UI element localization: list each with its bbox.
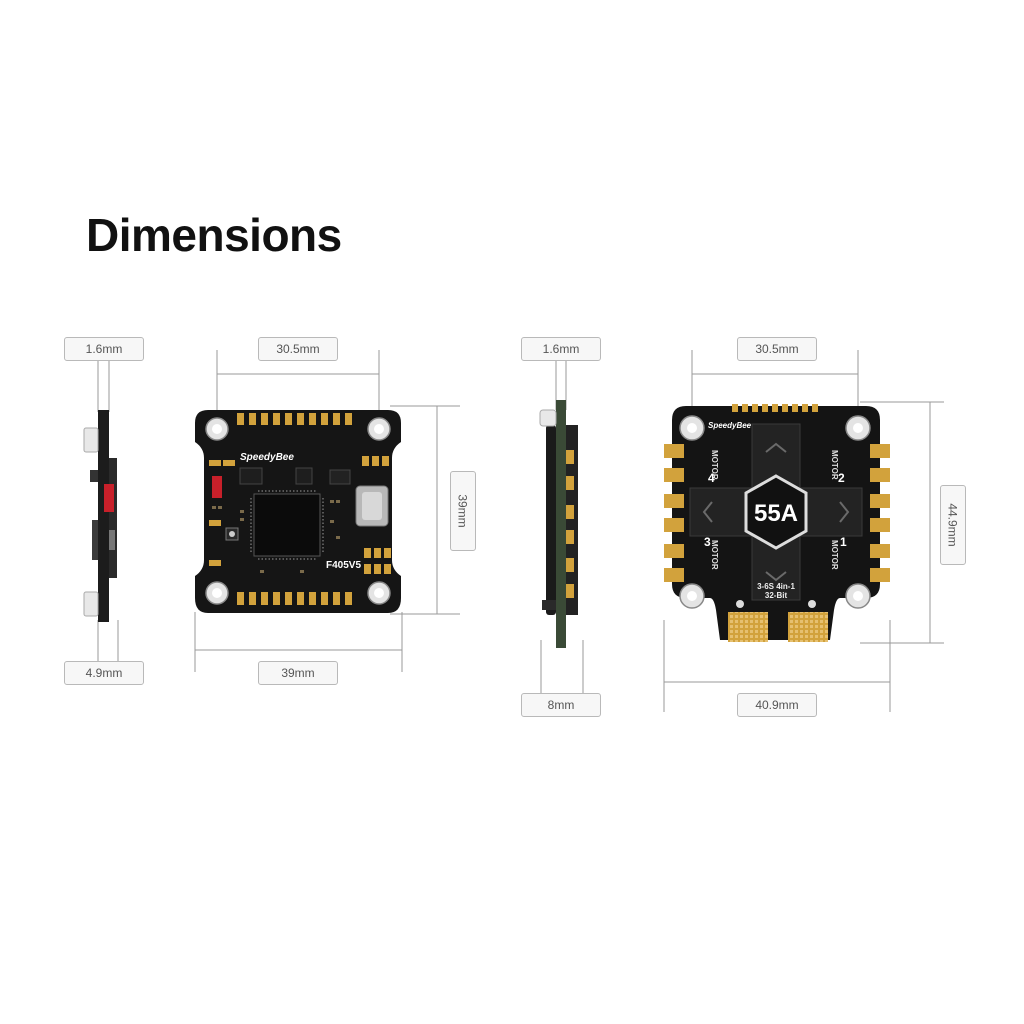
esc-rating-hexagon [744, 474, 808, 550]
fc-thickness-label: 1.6mm [64, 337, 144, 361]
esc-side-view [539, 400, 578, 648]
esc-mounting-holes [679, 415, 871, 609]
fc-side-height-label: 4.9mm [64, 661, 144, 685]
esc-thickness-label: 1.6mm [521, 337, 601, 361]
esc-spec-line2: 32-Bit [765, 591, 788, 600]
esc-width-label: 40.9mm [737, 693, 817, 717]
fc-height-label: 39mm [450, 471, 476, 551]
esc-rating-text: 55A [754, 500, 798, 527]
fc-top-view: SpeedyBee F405V5 [195, 410, 401, 613]
esc-motor-number-1: 1 [840, 535, 847, 549]
esc-motor-number-3: 3 [704, 535, 711, 549]
esc-battery-pad-positive [728, 612, 768, 642]
fc-model-text: F405V5 [326, 560, 361, 571]
esc-motor-number-2: 2 [838, 471, 845, 485]
esc-motor-label-1: MOTOR [830, 540, 839, 570]
esc-top-view: 55A SpeedyBee MOTOR 4 MOTOR 2 MOTOR 3 MO… [664, 404, 890, 642]
esc-motor-pads-left [664, 444, 684, 582]
esc-spec-line1: 3-6S 4in-1 [757, 582, 795, 591]
esc-motor-label-3: MOTOR [710, 540, 719, 570]
esc-motor-pads-right [870, 444, 890, 582]
fc-brand-text: SpeedyBee [240, 452, 294, 463]
page-title: Dimensions [86, 209, 342, 261]
esc-battery-pad-negative [788, 612, 828, 642]
esc-height-label: 44.9mm [940, 485, 966, 565]
fc-mounting-holes [205, 417, 391, 605]
fc-width-label: 39mm [258, 661, 338, 685]
esc-motor-label-2: MOTOR [830, 450, 839, 480]
fc-mount-spacing-label: 30.5mm [258, 337, 338, 361]
esc-motor-number-4: 4 [708, 471, 715, 485]
esc-brand-text: SpeedyBee [708, 421, 752, 430]
esc-motor-label-4: MOTOR [710, 450, 719, 480]
fc-side-view [83, 410, 117, 622]
esc-side-height-label: 8mm [521, 693, 601, 717]
esc-mount-spacing-label: 30.5mm [737, 337, 817, 361]
